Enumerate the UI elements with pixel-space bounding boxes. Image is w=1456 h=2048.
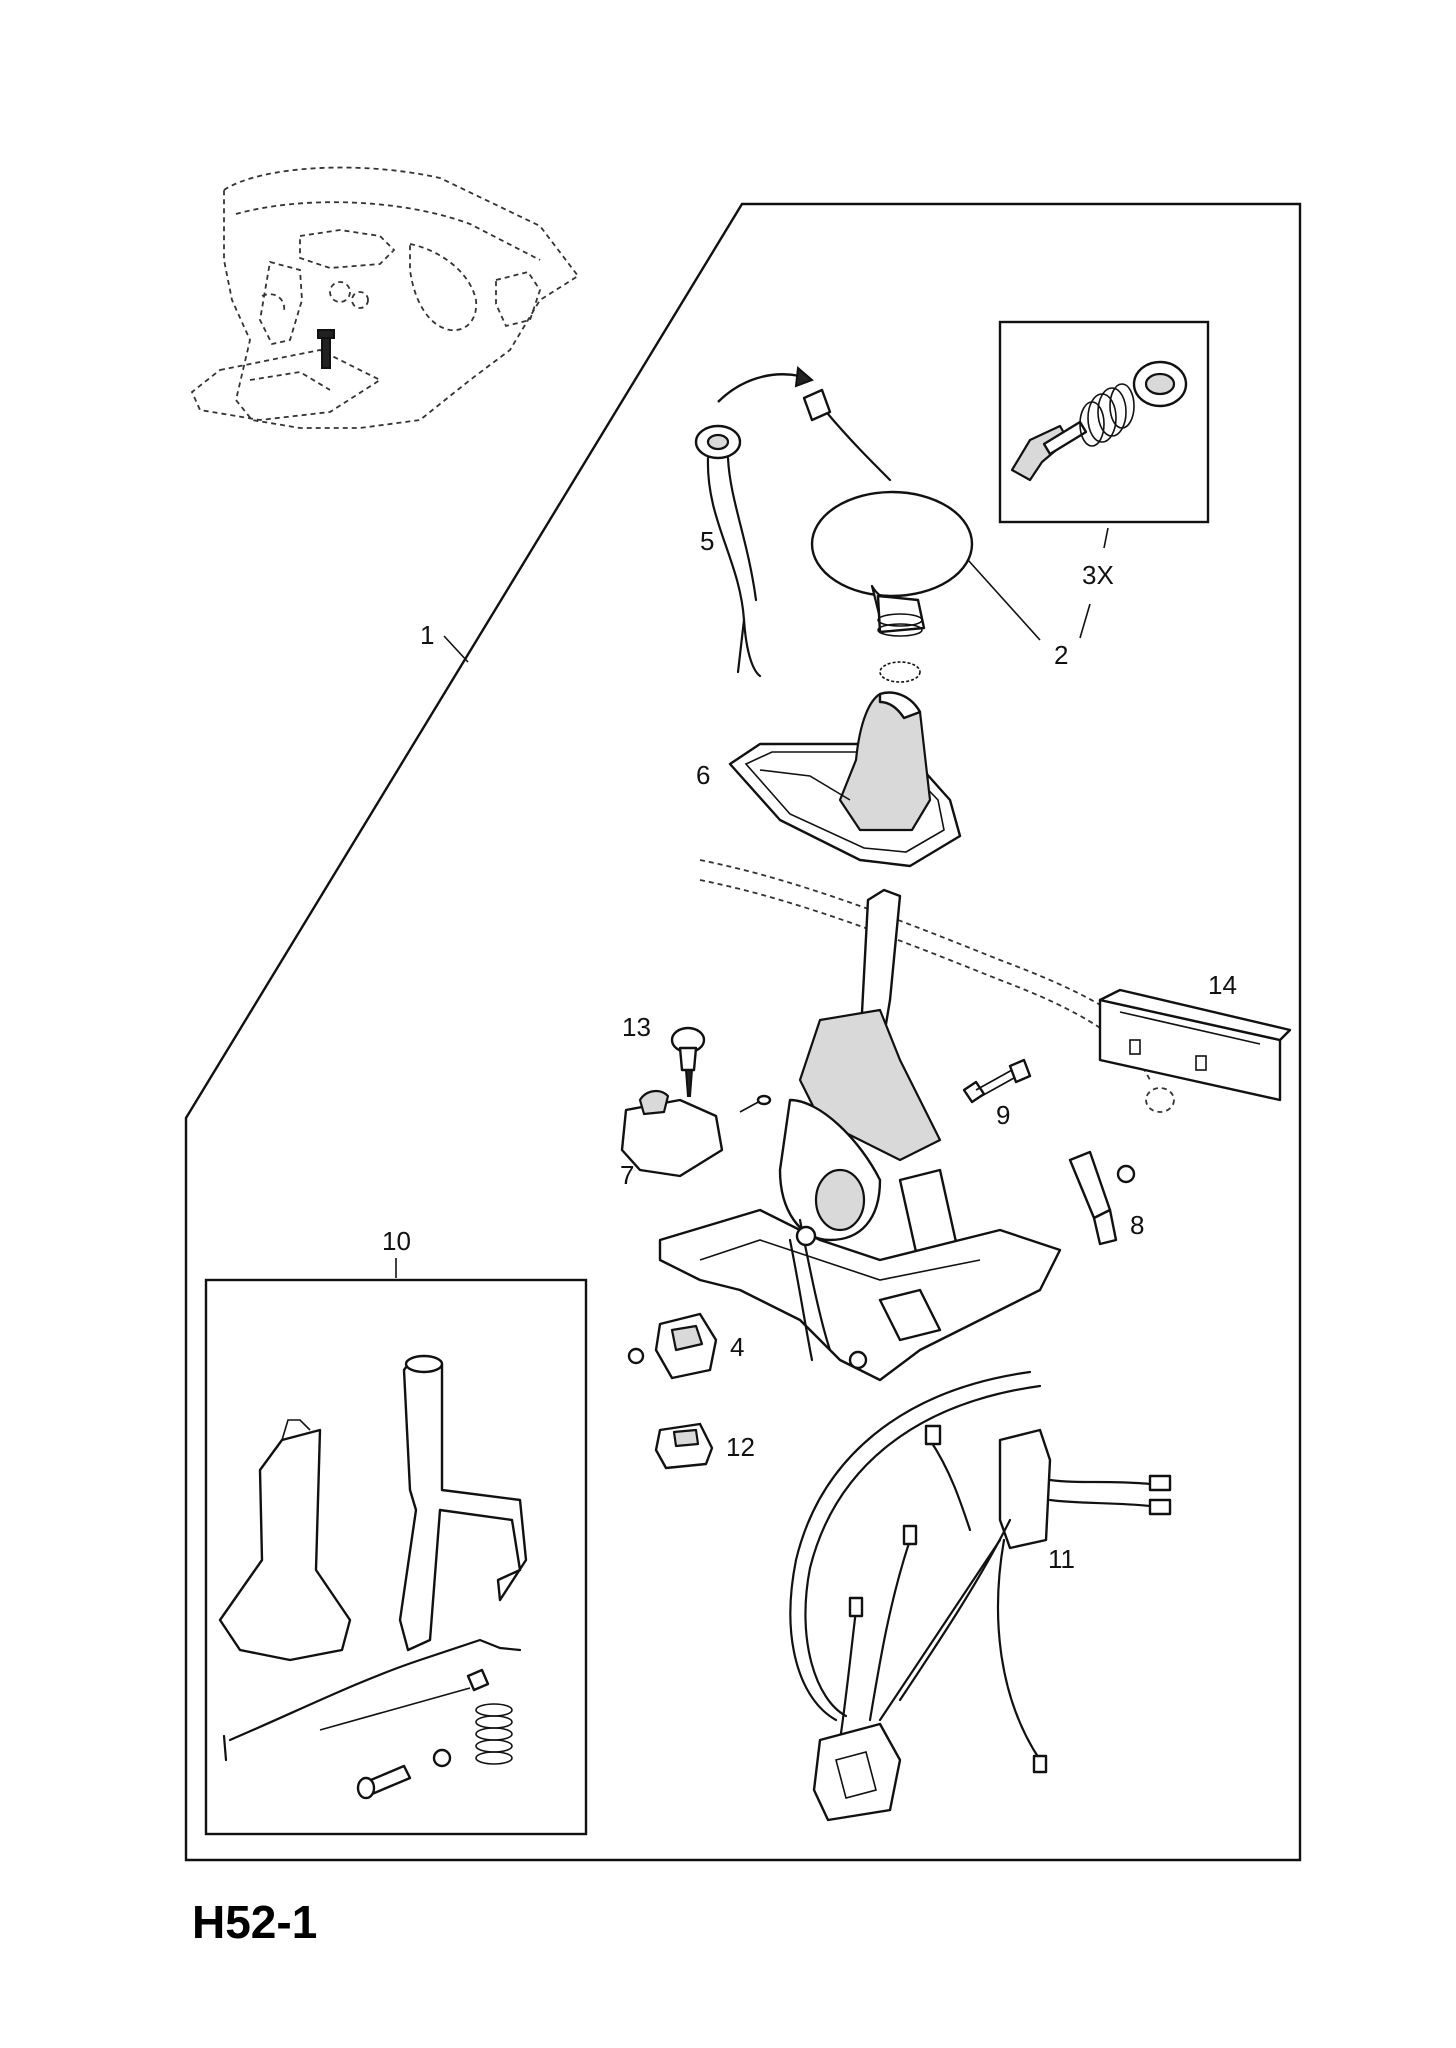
- part-14-housing-cover: [1098, 988, 1292, 1102]
- part-6-gaiter: [728, 691, 962, 868]
- diagram-reference: H52-1: [192, 1896, 317, 1948]
- part-7-solenoid: [620, 1090, 772, 1178]
- callout-7: 7: [620, 1160, 634, 1190]
- callout-11: 11: [1048, 1544, 1075, 1574]
- assembly-frame: [184, 202, 1302, 1862]
- part-12-grommet: [654, 1422, 714, 1470]
- callout-10: 10: [382, 1226, 411, 1256]
- o-ring: [879, 661, 921, 683]
- callout-14: 14: [1208, 970, 1237, 1000]
- spring-icon: [1079, 383, 1135, 447]
- selector-housing: [658, 888, 1062, 1382]
- callout-13: 13: [622, 1012, 651, 1042]
- callout-9: 9: [996, 1100, 1010, 1130]
- part-9-bolt: [962, 1058, 1032, 1104]
- detail-box-10: [204, 1278, 588, 1836]
- callout-3x: 3X: [1082, 560, 1114, 590]
- callout-12: 12: [726, 1432, 755, 1462]
- callout-2: 2: [1054, 640, 1068, 670]
- dashboard-location-thumbnail: [190, 166, 580, 429]
- part-11-wiring-harness: [789, 1370, 1172, 1822]
- callout-4: 4: [730, 1332, 744, 1362]
- callout-8: 8: [1130, 1210, 1144, 1240]
- part-13-screw: [670, 1026, 706, 1097]
- spring-icon: [475, 1703, 513, 1765]
- detail-box-3x: [998, 320, 1210, 524]
- callout-5: 5: [700, 526, 714, 556]
- part-8-bracket: [1068, 1150, 1136, 1246]
- part-4-switch: [627, 1312, 718, 1380]
- part-5-harness: [694, 424, 762, 678]
- callout-1: 1: [420, 620, 434, 650]
- callout-6: 6: [696, 760, 710, 790]
- part-2-gear-knob: [802, 388, 974, 637]
